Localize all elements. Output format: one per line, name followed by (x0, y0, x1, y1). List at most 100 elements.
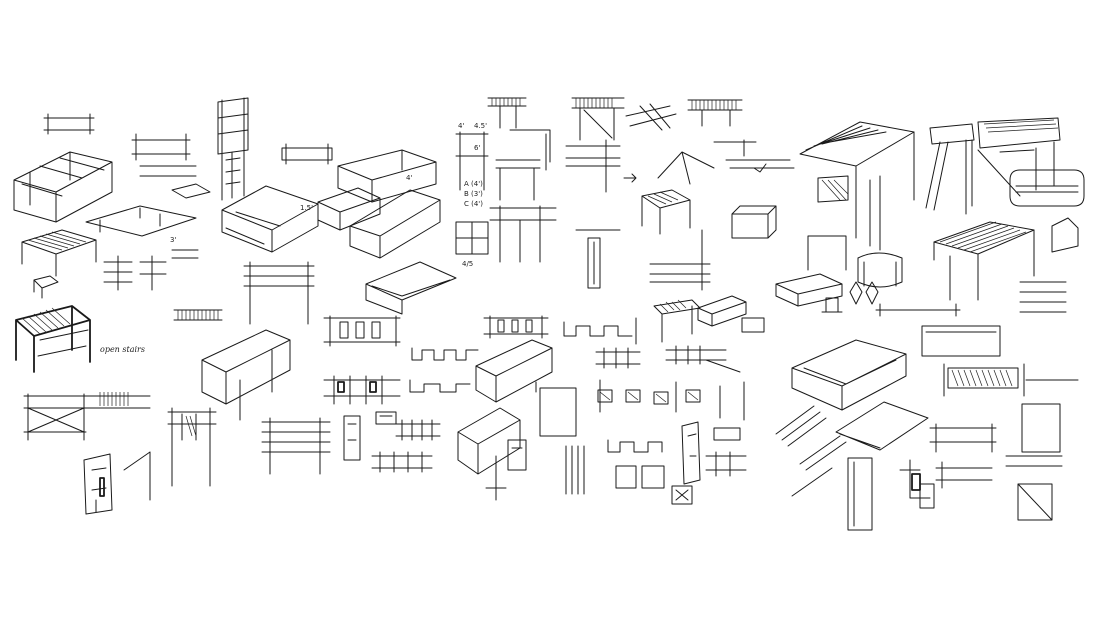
stacked-shelf-sketch (1019, 281, 1067, 313)
low-frame-sketch (281, 143, 333, 165)
detail-marks-sketch (103, 249, 199, 291)
drum-stools-sketch (849, 252, 903, 305)
sketch-group-left: 1.5' 4' (13, 97, 457, 325)
tall-post-sketch (847, 457, 873, 531)
post-pair-sketch (167, 407, 217, 487)
joint-row-sketch (595, 345, 741, 373)
slatted-table-sketch (641, 189, 691, 235)
tooth-strip-sketch (371, 419, 441, 473)
rack-sketch (323, 375, 401, 405)
slatted-frame-sketch (323, 315, 401, 347)
square-panel-sketch (535, 381, 577, 437)
bench-iso-sketch (457, 407, 521, 475)
tower-frame-sketch (217, 97, 249, 201)
slatted-bench-sketch (21, 229, 97, 277)
open-shelf-sketch (131, 133, 197, 177)
slat-row-sketch (483, 315, 549, 339)
bracket-sketch (485, 439, 527, 501)
corner-bracket-sketch (899, 459, 931, 499)
open-tray-sketch (365, 261, 457, 315)
hatched-joints-sketch (597, 379, 745, 421)
step-profile-sketch (409, 379, 471, 393)
dimension-line-sketch (875, 303, 961, 317)
rail-row-sketch (935, 455, 1063, 489)
long-bench-sketch (475, 339, 553, 403)
crenel-strip-sketch (411, 347, 479, 361)
peg-detail-sketch (681, 421, 701, 485)
dim-label: 4' (458, 122, 464, 130)
cross-bracket-sketch (625, 103, 677, 131)
hatched-panel-sketch (943, 363, 1079, 397)
panel-square-sketch (807, 235, 847, 271)
sketch-group-left-lower: open stairs (15, 305, 331, 515)
bar-stool-sketch (487, 97, 527, 129)
joint-block-sketch (919, 483, 935, 509)
long-beam-sketch (713, 139, 795, 173)
vertical-slats-sketch (565, 445, 585, 495)
box-joint-sketch (615, 465, 693, 505)
tooth-strip-2-sketch (563, 317, 637, 345)
small-block-sketch (33, 275, 59, 299)
long-box-sketch: 4' (349, 174, 441, 259)
plan-grid-sketch: 4/5 (455, 221, 489, 268)
box-cabinet-sketch (337, 149, 437, 203)
perspective-table-sketch (799, 121, 915, 251)
handwritten-note: open stairs (100, 345, 145, 354)
square-door-sketch (1021, 403, 1061, 453)
hatched-bench-sketch (15, 305, 91, 373)
clamp-sketch (741, 317, 765, 333)
box-bench-sketch (13, 151, 113, 223)
sketch-group-center (563, 97, 795, 505)
tilted-panel-sketch (835, 401, 929, 451)
crenel-strip-2-sketch (607, 439, 663, 453)
flat-table-sketch (85, 205, 197, 237)
dim-label: 4' (406, 174, 412, 182)
low-box-sketch (317, 187, 381, 231)
cube-frame-sketch (731, 205, 777, 239)
dim-chart-sketch: 4' 4.5' 6' A (4') B (3') C (4') (455, 122, 489, 208)
open-box-sketch (791, 339, 907, 411)
leg-pair-sketch (653, 299, 701, 343)
list-label: A (4') (464, 180, 483, 188)
rail-stack-sketch (261, 417, 331, 475)
frame-rect-sketch (921, 325, 1001, 357)
hatched-slab-table-sketch (933, 217, 1079, 301)
console-table-sketch (201, 329, 291, 421)
dim-label: 1.5' (300, 204, 313, 212)
signpost-sketch (243, 261, 315, 325)
small-table-sketch (43, 113, 95, 135)
slanted-slats-sketch (775, 405, 847, 497)
slat-strip-sketch (173, 309, 223, 321)
fitting-row-sketch (705, 427, 747, 477)
joint-detail-sketch (83, 451, 151, 515)
sketch-group-right (775, 117, 1085, 531)
tall-bar-table-sketch (925, 117, 1061, 215)
rounded-cushion-sketch (1009, 169, 1085, 207)
frac-label: 4/5 (462, 260, 473, 268)
slab-sketch (171, 183, 211, 199)
dim-label: 4.5' (474, 122, 487, 130)
bench-block-sketch (697, 295, 747, 327)
shelf-lines-sketch (565, 139, 621, 193)
hatched-truss-sketch (571, 97, 625, 141)
list-label: C (4') (464, 200, 483, 208)
scaffold-frame-sketch (23, 392, 151, 441)
wedge-sketch (623, 151, 715, 185)
panel-frame-sketch (489, 205, 557, 263)
platform-sketch: 1.5' (221, 185, 319, 253)
bracket-mount-sketch (821, 297, 843, 313)
list-label: B (3') (464, 190, 483, 198)
cross-square-sketch (1017, 483, 1053, 521)
leg-detail-sketch (343, 411, 397, 461)
rail-panel-sketch (929, 423, 997, 453)
dim-label: 6' (474, 144, 480, 152)
sketch-group-middle: 4' 4.5' 6' A (4') B (3') C (4') 4/5 (323, 97, 585, 501)
dim-label: 3' (170, 236, 176, 244)
side-table-sketch (495, 129, 551, 201)
low-plinth-sketch (775, 273, 843, 307)
pillar-sketch (575, 229, 621, 289)
rail-bench-sketch (649, 229, 711, 291)
hatched-beam-sketch (687, 99, 743, 127)
